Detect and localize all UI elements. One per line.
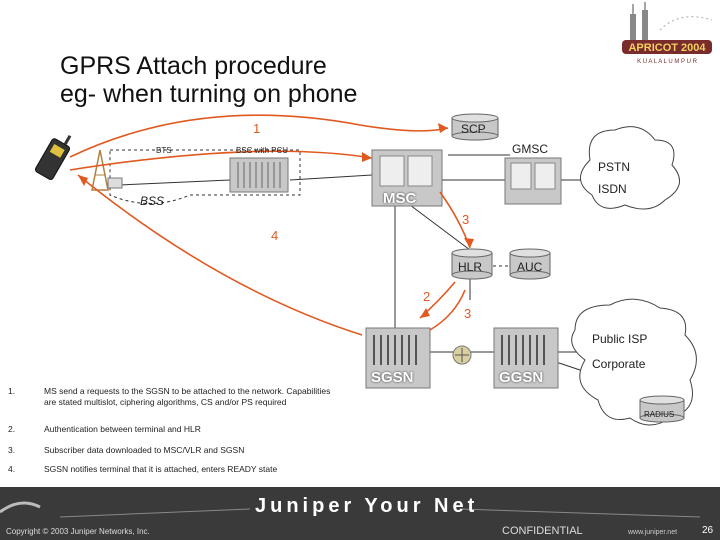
arrow-1-path xyxy=(69,114,449,158)
sgsn-node xyxy=(365,327,431,389)
footer-confidential: CONFIDENTIAL xyxy=(502,525,583,537)
corporate-label: Corporate xyxy=(592,357,646,371)
step-text: SGSN notifies terminal that it is attach… xyxy=(44,464,278,474)
apricot-logo: APRICOT 2004 K U A L A L U M P U R xyxy=(622,2,713,65)
step-text: Subscriber data downloaded to MSC/VLR an… xyxy=(44,445,245,455)
step-number: 1. xyxy=(8,386,16,396)
bsc-node xyxy=(229,157,289,193)
footer-copyright: Copyright © 2003 Juniper Networks, Inc. xyxy=(6,527,150,536)
arrow-3b-path xyxy=(429,289,466,331)
step-number: 2. xyxy=(8,424,16,434)
gmsc-node xyxy=(504,157,562,205)
footer-brand: Juniper Your Net xyxy=(255,495,479,517)
arrow-1b-path xyxy=(69,150,373,171)
isdn-label: ISDN xyxy=(598,182,627,196)
logo-subtext: K U A L A L U M P U R xyxy=(637,59,697,65)
arrow-label-3a: 3 xyxy=(462,212,470,227)
bts-tower-icon xyxy=(91,149,123,191)
pstn-cloud xyxy=(580,126,680,210)
router-icon xyxy=(452,345,472,365)
auc-label: AUC xyxy=(517,260,543,274)
hlr-node xyxy=(451,248,493,280)
msc-label: MSC xyxy=(383,190,417,207)
arrow-4-path xyxy=(77,174,363,336)
scp-node xyxy=(451,113,499,141)
gmsc-label: GMSC xyxy=(512,142,548,156)
bts-label: BTS xyxy=(156,146,172,155)
footer-swoosh xyxy=(0,501,701,518)
arrow-label-2: 2 xyxy=(423,289,431,304)
signalling-arrows xyxy=(69,114,471,336)
step-text: Authentication between terminal and HLR xyxy=(44,424,201,434)
public-isp-label: Public ISP xyxy=(592,332,648,346)
msc-node xyxy=(371,149,443,207)
title-line-2: eg- when turning on phone xyxy=(60,80,358,108)
hlr-label: HLR xyxy=(458,260,483,274)
mobile-phone-icon xyxy=(34,135,72,180)
step-number: 3. xyxy=(8,445,16,455)
arrow-label-3b: 3 xyxy=(464,306,472,321)
pstn-label: PSTN xyxy=(598,160,631,174)
bss-frame xyxy=(109,149,301,204)
auc-node xyxy=(509,248,551,280)
radius-label: RADIUS xyxy=(644,410,675,419)
ggsn-label: GGSN xyxy=(499,369,544,386)
step-text: MS send a requests to the SGSN to be att… xyxy=(44,386,331,407)
bsc-label: BSC with PCU xyxy=(236,146,289,155)
footer-bar: Juniper Your Net Copyright © 2003 Junipe… xyxy=(0,487,720,540)
title-line-1: GPRS Attach procedure xyxy=(60,52,327,80)
logo-text: APRICOT 2004 xyxy=(628,42,706,54)
arrow-label-1: 1 xyxy=(253,121,261,136)
footer-url[interactable]: www.juniper.net xyxy=(628,529,678,536)
bss-label: BSS xyxy=(140,194,165,208)
step-number: 4. xyxy=(8,464,16,474)
page-number: 26 xyxy=(702,525,714,536)
page-title: GPRS Attach procedure eg- when turning o… xyxy=(60,52,357,108)
arrow-heads xyxy=(78,123,474,318)
sgsn-label: SGSN xyxy=(371,369,414,386)
radius-node xyxy=(639,395,685,423)
internet-cloud xyxy=(571,298,697,426)
ggsn-node xyxy=(493,327,559,389)
scp-label: SCP xyxy=(461,122,486,136)
arrow-label-4: 4 xyxy=(271,228,279,243)
